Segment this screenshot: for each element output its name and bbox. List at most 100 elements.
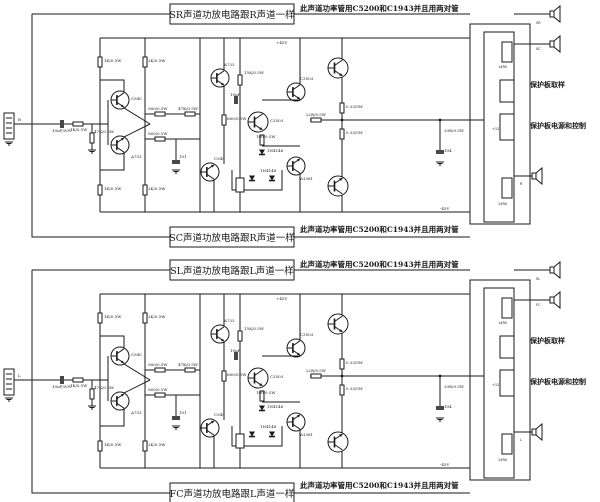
transistor-lead bbox=[292, 340, 301, 347]
emitter-wire bbox=[123, 363, 151, 381]
relay-coil-top bbox=[501, 297, 513, 319]
junction-dot bbox=[340, 118, 344, 122]
resistor bbox=[154, 136, 166, 142]
resistor bbox=[339, 358, 345, 370]
resistor bbox=[310, 373, 322, 379]
resistor-label-3: 2K/0.5W bbox=[148, 58, 166, 63]
transistor-label-3: A733 bbox=[223, 62, 235, 67]
resistor bbox=[72, 121, 84, 127]
transistor-arrow bbox=[210, 164, 215, 168]
resistor-label-12: 0.33/5W bbox=[346, 386, 364, 391]
diode-symbol bbox=[269, 175, 275, 181]
transistor-label-4: C945 bbox=[214, 156, 225, 161]
relay-coil-top bbox=[501, 41, 513, 63]
cap-label-1: 101 bbox=[179, 154, 187, 159]
relay-label-bottom: 14RV bbox=[498, 202, 508, 206]
channel-r-section: SR声道功放电路跟R声道一样SC声道功放电路跟R声道一样此声道功率管用C5200… bbox=[3, 3, 586, 248]
resistor bbox=[339, 102, 345, 114]
resistor bbox=[237, 74, 243, 86]
cap-label-2: 10uF bbox=[230, 92, 241, 97]
transistor-arrow bbox=[220, 338, 225, 342]
transistor-lead bbox=[116, 146, 125, 153]
channel-l-section: SL声道功放电路跟L声道一样FC声道功放电路跟L声道一样此声道功率管用C5200… bbox=[3, 259, 586, 502]
collector-wire bbox=[100, 409, 125, 427]
resistor bbox=[339, 128, 345, 140]
resistor bbox=[184, 367, 196, 373]
power-connector bbox=[499, 369, 515, 397]
collector-wire bbox=[100, 79, 125, 92]
negative-rail-label: -45V bbox=[440, 206, 449, 211]
resistor bbox=[339, 384, 345, 396]
transistor-arrow bbox=[259, 383, 263, 386]
channel-title-box-top bbox=[169, 3, 295, 25]
power-transistor-note-top: 此声道功率管用C5200和C1943并且用两对管 bbox=[300, 259, 459, 269]
cap-label-2: 10uF bbox=[230, 348, 241, 353]
resistor bbox=[142, 56, 148, 68]
transistor-arrow bbox=[296, 96, 301, 100]
speaker-mid-cone bbox=[553, 290, 561, 310]
transistor-label-7: A1381 bbox=[299, 176, 313, 181]
resistor bbox=[142, 312, 148, 324]
transistor-label-6: C3503 bbox=[300, 332, 314, 337]
resistor bbox=[259, 390, 265, 402]
transistor-lead bbox=[254, 113, 263, 120]
resistor-label-4: 2K/0.5W bbox=[148, 186, 166, 191]
power-transistor-note-bottom: 此声道功率管用C5200和C1943并且用两对管 bbox=[300, 224, 459, 234]
diode-symbol bbox=[249, 431, 255, 437]
power-transistor-note-top: 此声道功率管用C5200和C1943并且用两对管 bbox=[300, 3, 459, 13]
resistor-label-13: 22R/0.5W bbox=[306, 368, 327, 373]
relay-coil-bottom bbox=[501, 433, 513, 455]
transistor-label-5: C3503 bbox=[270, 118, 284, 123]
relay-label-top: 14RV bbox=[498, 321, 508, 325]
input-label: L bbox=[18, 373, 21, 378]
speaker-top-body bbox=[549, 266, 555, 274]
protect-sample-label: 保护板取样 bbox=[529, 336, 565, 345]
speaker-label-top: SR bbox=[536, 21, 541, 25]
transistor-lead bbox=[206, 173, 215, 180]
input-connector bbox=[3, 368, 15, 396]
diode-label-1: 1N4148 bbox=[267, 404, 284, 409]
transistor-label-1: C945 bbox=[131, 352, 142, 357]
diode-symbol bbox=[269, 431, 275, 437]
transistor-lead bbox=[292, 423, 301, 430]
resistor-label-11: 0.33/5W bbox=[346, 360, 364, 365]
transistor-lead bbox=[334, 315, 343, 322]
junction-dot bbox=[340, 374, 344, 378]
cap-label-3: 104 bbox=[444, 148, 452, 153]
resistor-label-2: 1K/0.5W bbox=[104, 186, 122, 191]
transistor-lead bbox=[292, 167, 301, 174]
transistor-arrow bbox=[339, 73, 343, 76]
resistor-label-2: 1K/0.5W bbox=[104, 442, 122, 447]
resistor bbox=[89, 132, 95, 144]
power-pin-label: +12 bbox=[492, 383, 499, 387]
transistor-lead bbox=[116, 92, 125, 99]
resistor bbox=[72, 377, 84, 383]
transistor-label-1: C945 bbox=[131, 96, 142, 101]
resistor-label-7: 47K/0.5W bbox=[178, 106, 199, 111]
transistor-arrow bbox=[120, 104, 125, 108]
speaker-top-body bbox=[549, 10, 555, 18]
transistor-arrow bbox=[296, 352, 301, 356]
transistor-arrow bbox=[120, 137, 125, 141]
resistor-label-9: 15K/0.5W bbox=[244, 326, 265, 331]
input-cap-label: 10uF/50V bbox=[52, 384, 72, 389]
power-transistor-note-bottom: 此声道功率管用C5200和C1943并且用两对管 bbox=[300, 480, 459, 490]
resistor-label-7: 47K/0.5W bbox=[178, 362, 199, 367]
speaker-bottom-body bbox=[531, 428, 537, 436]
input-cap-label: 10uF/50V bbox=[52, 128, 72, 133]
speaker-top-cone bbox=[553, 4, 561, 24]
speaker-top-cone bbox=[553, 260, 561, 280]
cap-label-1: 101 bbox=[179, 410, 187, 415]
resistor-label-1: 1K/0.5W bbox=[104, 314, 122, 319]
relay-label-top: 14RV bbox=[498, 65, 508, 69]
resistor-label-5: 560/0.5W bbox=[148, 106, 168, 111]
speaker-label-mid: SC bbox=[536, 47, 541, 51]
transistor-arrow bbox=[296, 158, 301, 162]
protection-frame bbox=[469, 23, 531, 225]
resistor-label-10: 100/0.5W bbox=[256, 390, 276, 395]
speaker-bottom-cone bbox=[535, 166, 543, 186]
protection-frame bbox=[469, 279, 531, 481]
resistor bbox=[142, 440, 148, 452]
transistor-arrow bbox=[259, 127, 263, 130]
transistor-arrow bbox=[210, 420, 215, 424]
